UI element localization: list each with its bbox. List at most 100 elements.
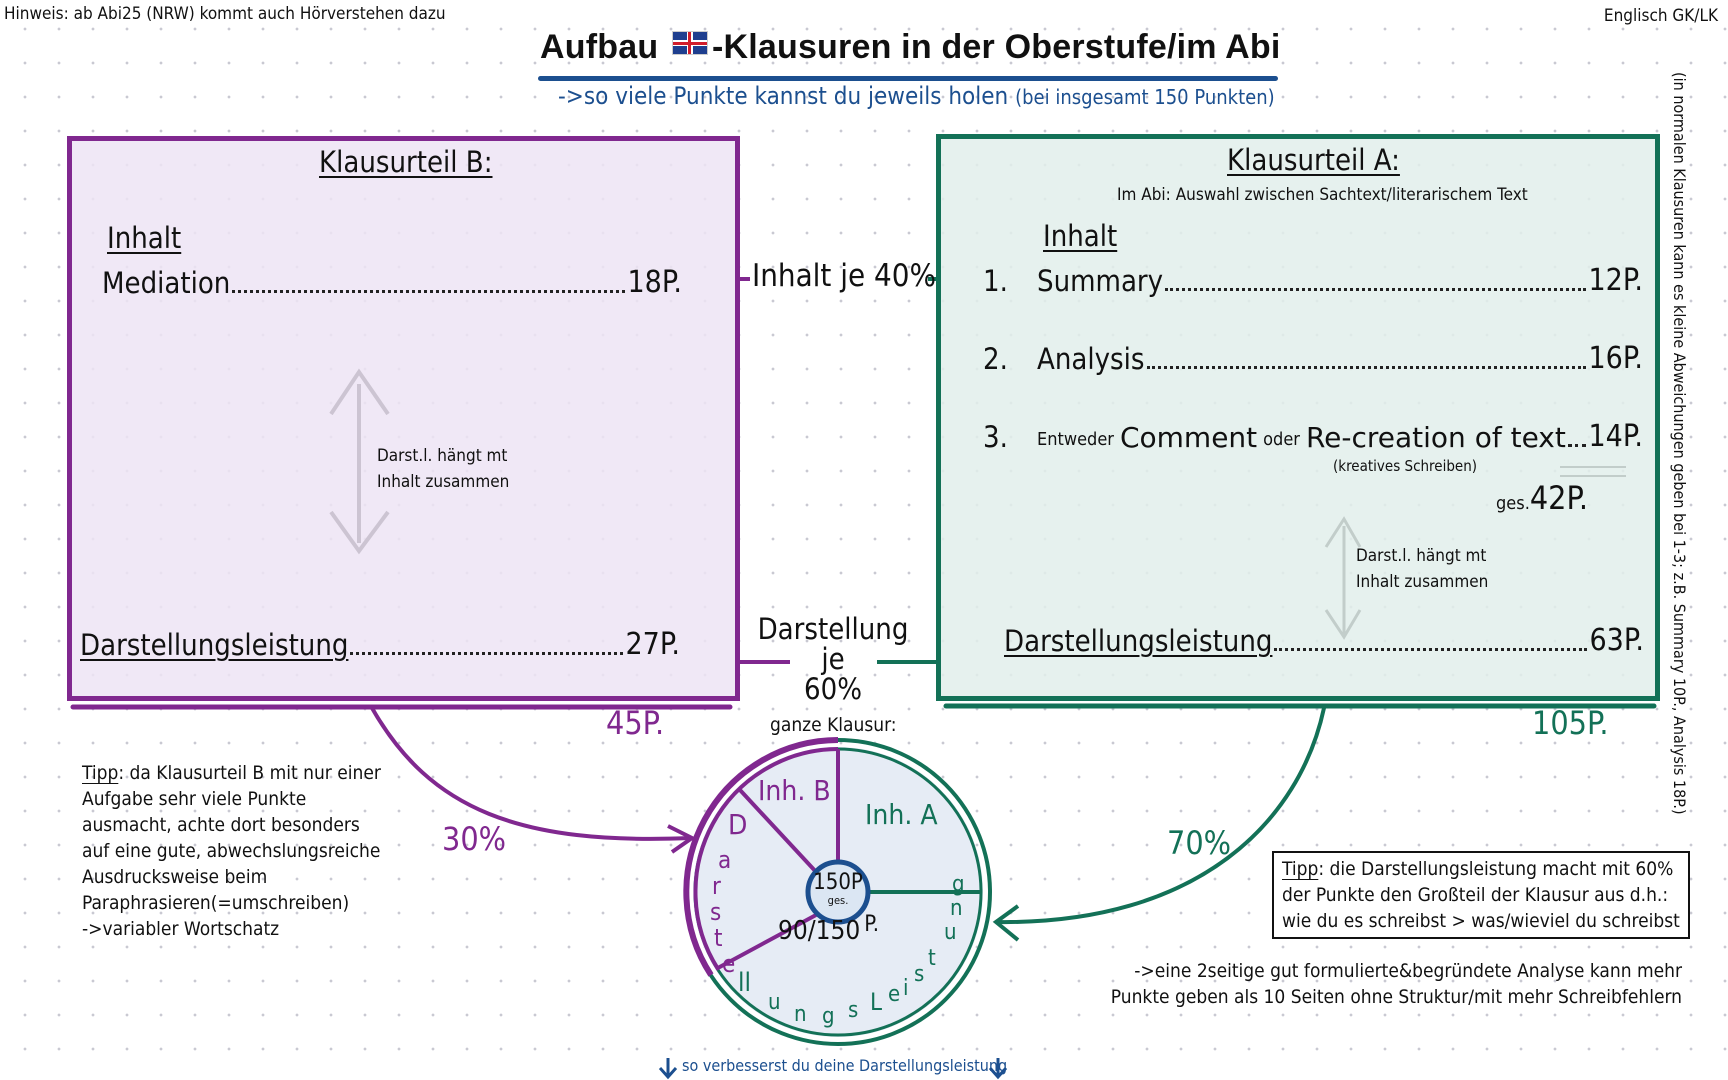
- tip-line: wie du es schreibst > was/wieviel du sch…: [1282, 910, 1680, 932]
- part-a-inhalt-label: Inhalt: [1043, 219, 1118, 253]
- pie-center-sub: ges.: [827, 894, 849, 907]
- part-b-link-note: Darst.l. hängt mt Inhalt zusammen: [377, 443, 509, 495]
- pie-darst-value: 90/150: [778, 916, 861, 946]
- part-b-darstellung: Darstellungsleistung 27P.: [80, 627, 680, 662]
- ring-letter: n: [950, 896, 963, 921]
- dot-leader: [1567, 444, 1587, 447]
- item-number: 2.: [983, 342, 1008, 376]
- pie-label-inh-b: Inh. B: [758, 774, 831, 807]
- item-points: 16P.: [1588, 341, 1643, 376]
- ring-letter: s: [914, 962, 925, 987]
- ring-letter: e: [722, 950, 736, 978]
- part-a-item-analysis: 2. Analysis 16P.: [983, 341, 1643, 376]
- tip-line: auf eine gute, abwechslungsreiche: [82, 840, 381, 862]
- ring-letter: i: [903, 976, 909, 1001]
- pie-darst-unit: P.: [864, 912, 880, 937]
- ring-letter: u: [944, 920, 957, 945]
- tip-line: ->variabler Wortschatz: [82, 918, 280, 940]
- pie-center: 150P ges.: [810, 872, 866, 910]
- link-note-line: Inhalt zusammen: [1356, 572, 1489, 592]
- part-a-item-choice: 3. Entweder Comment oder Re-creation of …: [983, 419, 1643, 454]
- title-pre: Aufbau: [540, 28, 659, 66]
- tip-left: Tipp: da Klausurteil B mit nur einer Auf…: [82, 760, 381, 942]
- ring-letter: s: [848, 998, 859, 1023]
- item-number: 1.: [983, 264, 1008, 298]
- bottom-note-line: Punkte geben als 10 Seiten ohne Struktur…: [1110, 986, 1682, 1008]
- item-points: 12P.: [1588, 263, 1643, 298]
- ring-letter: e: [888, 982, 901, 1007]
- darstellung-label: Darstellungsleistung: [80, 628, 349, 662]
- side-note: (in normalen Klausuren kann es kleine Ab…: [1670, 72, 1700, 842]
- part-b-share: 30%: [442, 820, 506, 858]
- darstellung-points: 63P.: [1589, 623, 1644, 658]
- bottom-note: ->eine 2seitige gut formulierte&begründe…: [1111, 958, 1682, 1010]
- tip-line: Ausdrucksweise beim: [82, 866, 268, 888]
- ring-letter: u: [768, 990, 781, 1015]
- title-post: -Klausuren in der Oberstufe/im Abi: [711, 28, 1281, 66]
- darstellung-pct-line2: 60%: [804, 672, 862, 706]
- pie-chart: [683, 737, 992, 1046]
- tip-line: der Punkte den Großteil der Klausur aus …: [1282, 884, 1669, 906]
- part-b-box: Klausurteil B: Inhalt Mediation 18P. Dar…: [67, 136, 740, 701]
- part-a-link-note: Darst.l. hängt mt Inhalt zusammen: [1356, 543, 1488, 595]
- dot-leader: [1165, 288, 1587, 291]
- subtitle-main: ->so viele Punkte kannst du jeweils hole…: [558, 82, 1009, 110]
- ring-letter: n: [794, 1002, 807, 1027]
- dot-leader: [350, 652, 624, 655]
- item-prefix: Entweder: [1037, 429, 1114, 450]
- link-note-line: Inhalt zusammen: [377, 472, 510, 492]
- ring-letter: D: [728, 808, 748, 841]
- darstellung-pct-line1: Darstellung je: [757, 612, 909, 676]
- item-label: Summary: [1037, 264, 1164, 298]
- darstellung-points: 27P.: [625, 627, 680, 662]
- pie-label-inh-a: Inh. A: [865, 798, 938, 831]
- tip-label: Tipp: [82, 762, 119, 784]
- sum-value: 42P.: [1529, 479, 1588, 517]
- part-a-sum: ges.42P.: [1496, 479, 1588, 517]
- darstellung-percentage: Darstellung je 60%: [748, 614, 918, 704]
- dot-leader: [1274, 648, 1588, 651]
- item-label: Analysis: [1037, 342, 1145, 376]
- tip-text: : die Darstellungsleistung macht mit 60%: [1318, 858, 1674, 880]
- link-note-line: Darst.l. hängt mt: [1356, 546, 1487, 566]
- tip-label: Tipp: [1282, 858, 1319, 880]
- part-a-darstellung: Darstellungsleistung 63P.: [1004, 623, 1644, 658]
- part-a-title: Klausurteil A:: [1227, 143, 1400, 177]
- title-underline: [538, 76, 1278, 81]
- dot-leader: [232, 290, 626, 293]
- ring-letter: g: [822, 1004, 835, 1029]
- item-label: Mediation: [102, 266, 231, 300]
- darstellung-label: Darstellungsleistung: [1004, 624, 1273, 658]
- link-note-line: Darst.l. hängt mt: [377, 446, 508, 466]
- part-a-box: Klausurteil A: Im Abi: Auswahl zwischen …: [936, 134, 1660, 701]
- part-a-subtitle: Im Abi: Auswahl zwischen Sachtext/litera…: [1117, 185, 1528, 205]
- item-number: 3.: [983, 420, 1008, 454]
- page-title: Aufbau -Klausuren in der Oberstufe/im Ab…: [540, 28, 1280, 67]
- hint-note: Hinweis: ab Abi25 (NRW) kommt auch Hörve…: [4, 4, 446, 24]
- page-subtitle: ->so viele Punkte kannst du jeweils hole…: [558, 82, 1275, 110]
- ring-letter: t: [714, 924, 723, 952]
- tip-right-first-line: Tipp: die Darstellungsleistung macht mit…: [1282, 856, 1680, 882]
- pie-title: ganze Klausur:: [770, 714, 897, 736]
- item-or: oder: [1263, 429, 1300, 450]
- sum-prefix: ges.: [1496, 493, 1530, 514]
- tip-line: Paraphrasieren(=umschreiben): [82, 892, 350, 914]
- tip-line: ausmacht, achte dort besonders: [82, 814, 360, 836]
- item-points: 14P.: [1588, 419, 1643, 454]
- dot-leader: [1146, 366, 1587, 369]
- tip-text: : da Klausurteil B mit nur einer: [118, 762, 381, 784]
- tip-left-first-line: Tipp: da Klausurteil B mit nur einer: [82, 760, 381, 786]
- tip-right-box: Tipp: die Darstellungsleistung macht mit…: [1272, 851, 1690, 939]
- inhalt-percentage: Inhalt je 40%: [752, 258, 936, 294]
- ring-letter: ll: [738, 968, 751, 998]
- pie-footer: so verbesserst du deine Darstellungsleis…: [682, 1056, 1008, 1075]
- ring-letter: g: [952, 872, 965, 897]
- part-a-item-choice-note: (kreatives Schreiben): [1333, 457, 1478, 475]
- ring-letter: a: [718, 846, 732, 874]
- ring-letter: L: [870, 988, 883, 1016]
- part-a-share: 70%: [1167, 824, 1231, 862]
- part-b-total: 45P.: [606, 704, 665, 742]
- bottom-note-line: ->eine 2seitige gut formulierte&begründe…: [1134, 960, 1682, 982]
- ring-letter: t: [928, 946, 936, 971]
